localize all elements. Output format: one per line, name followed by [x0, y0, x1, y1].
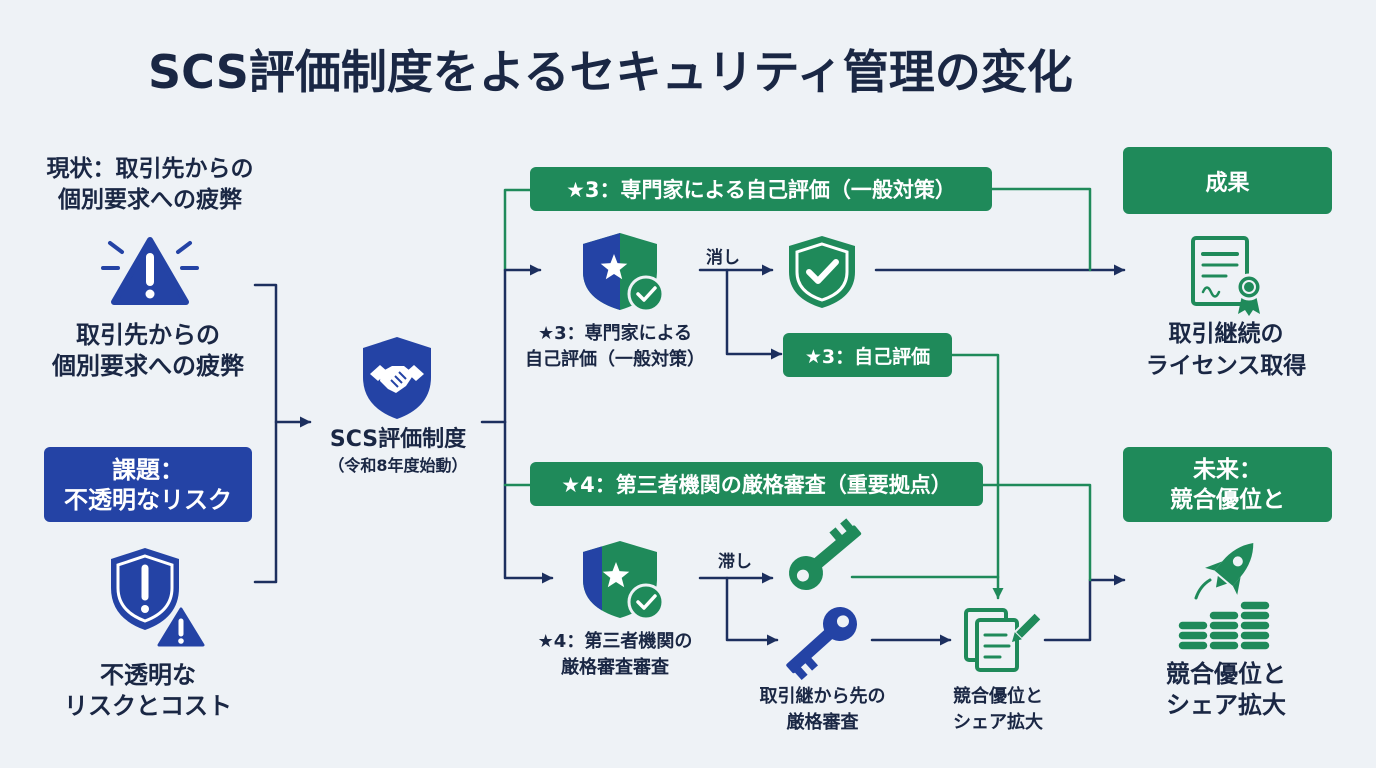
result-box: 成果: [1123, 147, 1332, 214]
level3-shield-label: ★3：専門家による 自己評価（一般対策）: [510, 321, 720, 373]
current-state-line-1: 現状：取引先からの: [46, 156, 254, 182]
arrow-to-level4-shield: [503, 420, 554, 584]
line-level4-banner-to-future: [981, 483, 1092, 582]
line-to-level3-banner: [503, 188, 532, 272]
risk-line-2: リスクとコスト: [64, 692, 232, 720]
check-badge-icon: [627, 275, 665, 313]
result-label: 取引継続の ライセンス取得: [1120, 318, 1332, 382]
result-label-line-1: 取引継続の: [1168, 321, 1284, 347]
key-label-line-2: 厳格審査: [786, 712, 859, 733]
future-box-line-1: 未来：: [1193, 456, 1262, 483]
check-shield-icon: [789, 236, 855, 308]
issue-box-line-2: 不透明なリスク: [64, 485, 232, 514]
future-label-line-2: シェア拡大: [1166, 691, 1286, 719]
small-warning-icon: [152, 600, 210, 651]
key-icon: [789, 518, 862, 590]
level3-shield-label-line-2: 自己評価（一般対策）: [525, 349, 705, 370]
document-label: 競合優位と シェア拡大: [930, 684, 1066, 736]
scs-system-name: SCS評価制度: [329, 427, 467, 452]
result-label-line-2: ライセンス取得: [1145, 353, 1307, 379]
future-box-line-2: 競合優位と: [1170, 486, 1285, 513]
check-badge-icon: [627, 583, 665, 621]
scs-system-start: （令和8年度始動）: [328, 456, 468, 475]
level4-shield-label-line-1: ★4：第三者機関の: [537, 631, 693, 652]
issue-box: 課題： 不透明なリスク: [44, 447, 252, 522]
document-label-line-2: シェア拡大: [953, 712, 1043, 733]
level4-arrow-label: 滞し: [718, 552, 752, 572]
line-level3-banner-to-result: [990, 187, 1092, 272]
left-bracket: [253, 283, 278, 584]
fatigue-line-2: 個別要求への疲弊: [52, 352, 244, 380]
level3-banner: ★3：専門家による自己評価（一般対策）: [530, 167, 992, 211]
key-icon: [786, 607, 857, 681]
arrow-level4-to-navy-key: [725, 576, 779, 646]
level3-shield-label-line-1: ★3：専門家による: [537, 323, 693, 344]
future-label: 競合優位と シェア拡大: [1120, 659, 1332, 721]
future-box: 未来： 競合優位と: [1123, 447, 1332, 522]
document-label-line-1: 競合優位と: [953, 686, 1043, 707]
fatigue-line-1: 取引先からの: [76, 321, 220, 349]
handshake-shield-icon: [363, 337, 431, 419]
arrow-self-box-to-document: [950, 353, 1004, 600]
fatigue-label: 取引先からの 個別要求への疲弊: [20, 320, 276, 382]
level4-shield-label-line-2: 厳格審査審査: [561, 657, 669, 678]
key-label-line-1: 取引継から先の: [759, 686, 886, 707]
level4-banner: ★4：第三者機関の厳格審査（重要拠点）: [530, 462, 983, 506]
key-label: 取引継から先の 厳格審査: [740, 684, 905, 736]
scs-system-label: SCS評価制度 （令和8年度始動）: [300, 426, 496, 478]
page-title: SCS評価制度をよるセキュリティ管理の変化: [148, 45, 1073, 99]
current-state-label: 現状：取引先からの 個別要求への疲弊: [20, 154, 280, 216]
warning-icon: [101, 237, 199, 305]
issue-box-line-1: 課題：: [112, 455, 184, 484]
future-label-line-1: 競合優位と: [1166, 660, 1286, 688]
arrow-to-future: [1043, 574, 1126, 642]
risk-label: 不透明な リスクとコスト: [20, 660, 276, 722]
current-state-line-2: 個別要求への疲弊: [58, 187, 242, 213]
rocket-coins-icon: [1177, 543, 1271, 651]
connector-lines: [253, 187, 1126, 646]
level3-arrow-label: 消し: [706, 248, 740, 268]
document-edit-icon: [964, 608, 1043, 672]
arrow-level3-to-self-box: [725, 268, 783, 360]
shield-alert-icon: [111, 548, 179, 630]
level3-self-assessment-box: ★3：自己評価: [783, 333, 952, 377]
arrow-to-level3-shield: [503, 264, 542, 424]
risk-line-1: 不透明な: [100, 661, 196, 689]
certificate-icon: [1191, 236, 1263, 316]
level4-shield-label: ★4：第三者機関の 厳格審査審査: [510, 629, 720, 681]
